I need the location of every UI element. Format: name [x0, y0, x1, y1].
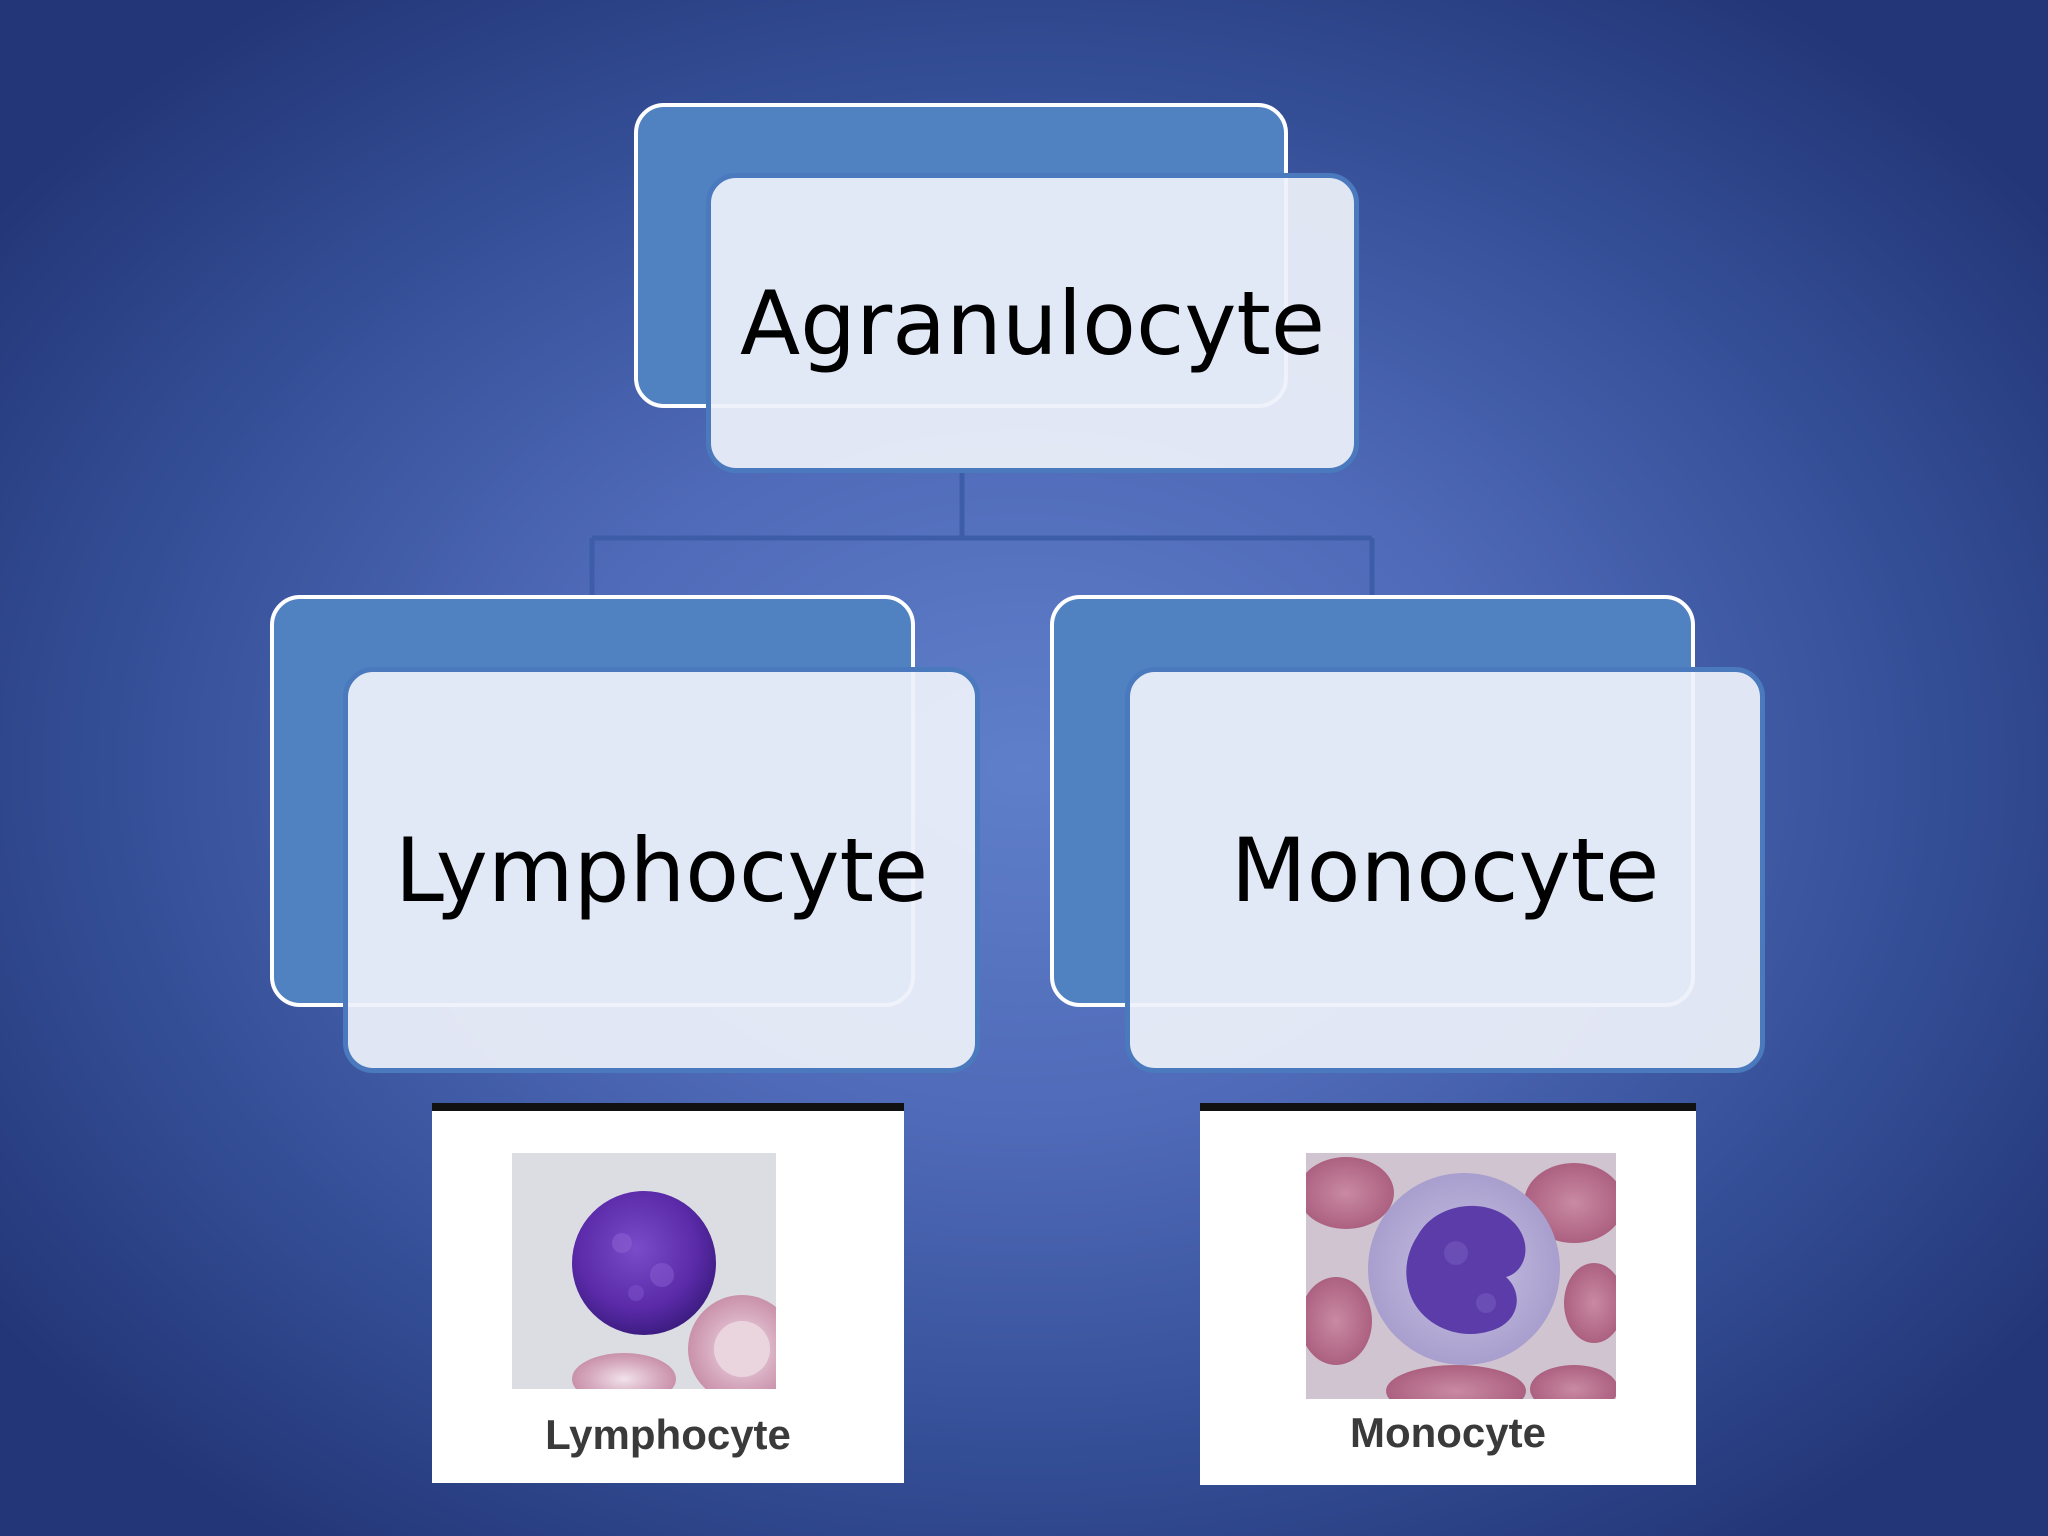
red-blood-cell — [572, 1353, 676, 1389]
lymphocyte-micrograph — [512, 1153, 776, 1389]
lymphocyte-nucleus — [572, 1191, 716, 1335]
red-blood-cell — [1530, 1365, 1616, 1399]
node-label: Agranulocyte — [739, 271, 1326, 375]
node-monocyte: Monocyte — [1050, 595, 1765, 1073]
monocyte-photo: Monocyte — [1200, 1103, 1696, 1485]
connector-line — [589, 470, 1375, 595]
node-label: Lymphocyte — [394, 818, 929, 922]
lymphocyte-photo: Lymphocyte — [432, 1103, 904, 1483]
photo-caption: Monocyte — [1349, 1409, 1546, 1456]
photo-caption: Lymphocyte — [545, 1411, 791, 1458]
red-blood-cell — [1386, 1365, 1526, 1399]
node-front-panel: Monocyte — [1125, 667, 1765, 1073]
red-blood-cell — [1306, 1277, 1372, 1365]
red-blood-cell — [1564, 1263, 1616, 1343]
node-front-panel: Agranulocyte — [706, 173, 1359, 473]
node-lymphocyte: Lymphocyte — [270, 595, 980, 1073]
node-label: Monocyte — [1230, 818, 1660, 922]
node-front-panel: Lymphocyte — [343, 667, 980, 1073]
node-agranulocyte: Agranulocyte — [634, 103, 1359, 473]
red-blood-cell — [1306, 1157, 1394, 1229]
monocyte-micrograph — [1306, 1153, 1616, 1399]
